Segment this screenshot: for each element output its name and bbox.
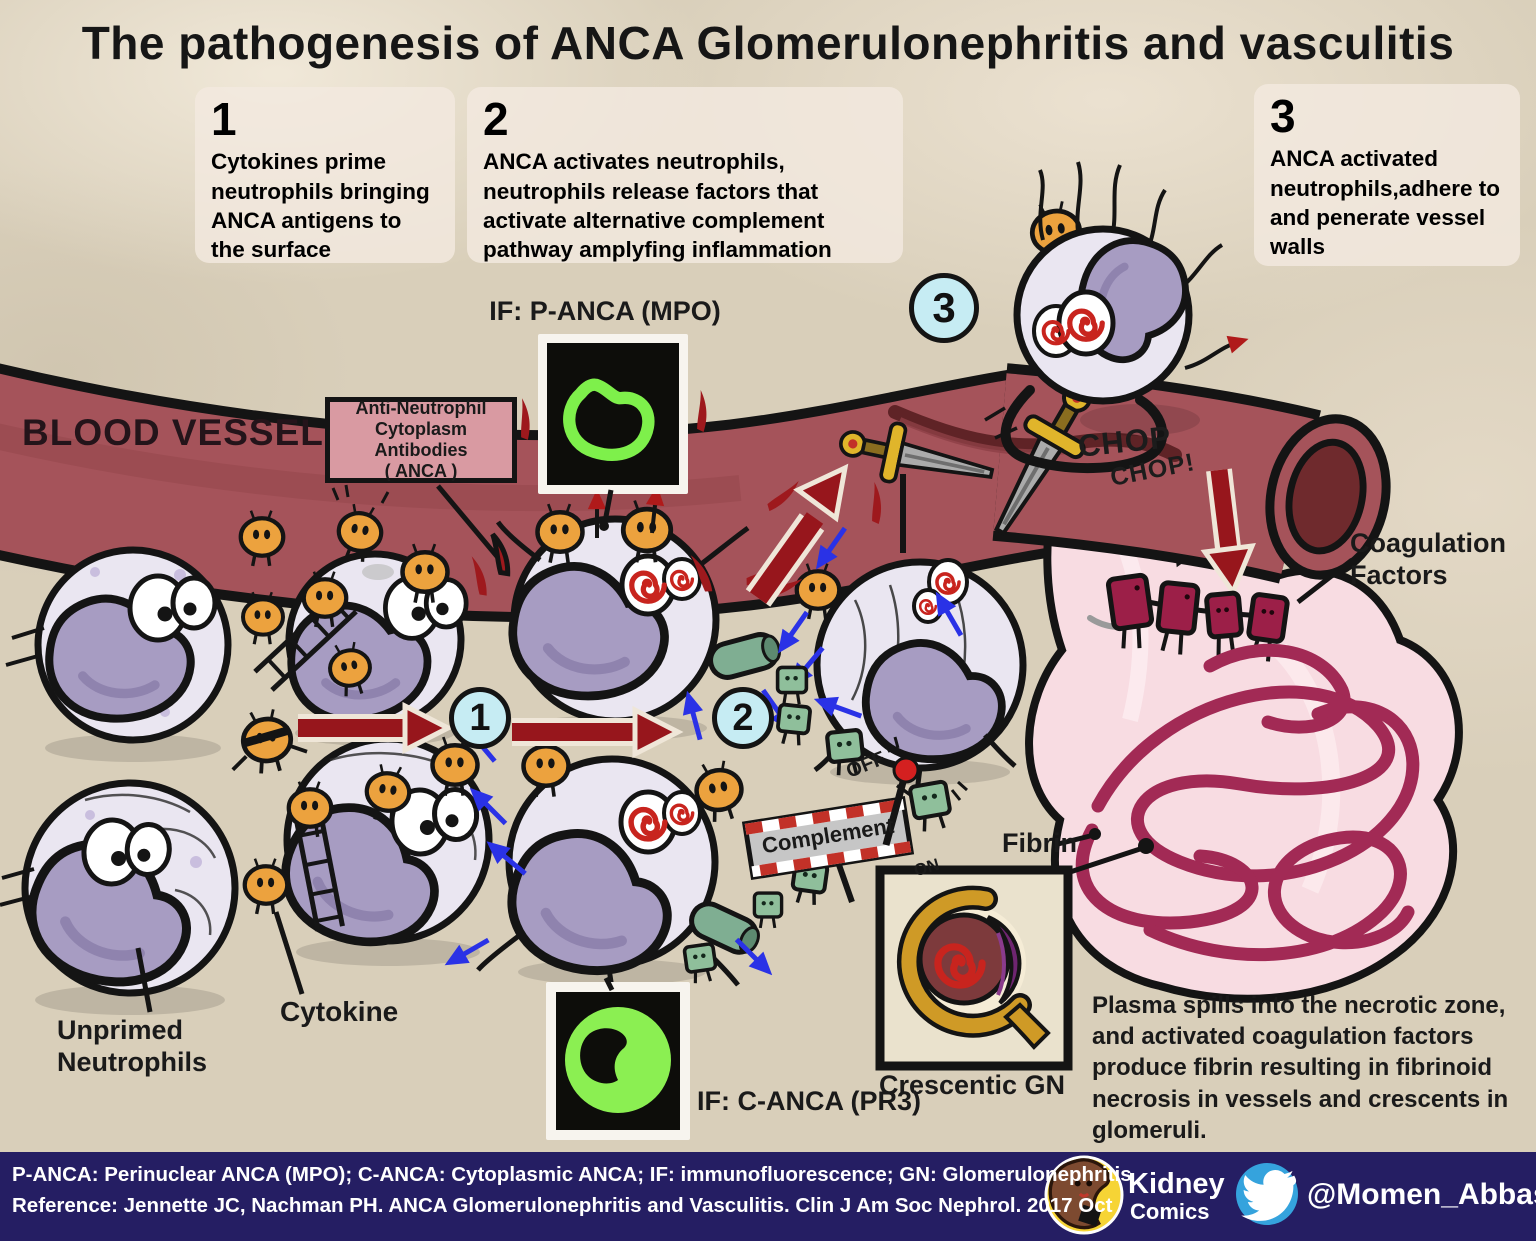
unprimed-neutrophil-1	[5, 546, 232, 762]
unprimed-neutrophils-label: Unprimed Neutrophils	[57, 1015, 208, 1078]
brand-name: Kidney	[1128, 1168, 1225, 1200]
step-1-number: 1	[211, 93, 237, 145]
footer-abbreviations: P-ANCA: Perinuclear ANCA (MPO); C-ANCA: …	[12, 1163, 1132, 1186]
step-badge-3: 3	[909, 273, 979, 343]
blood-vessel-label: BLOOD VESSEL	[22, 412, 324, 453]
complement-off-switch	[882, 736, 968, 846]
crescentic-gn-image	[875, 865, 1073, 1071]
free-cytokines	[231, 484, 390, 777]
anca-callout-box: Anti-Neutrophil Cytoplasm Antibodies ( A…	[325, 397, 517, 483]
coagulation-factor-characters	[1105, 572, 1290, 662]
activated-neutrophil-2	[476, 738, 760, 996]
if-panca-label: IF: P-ANCA (MPO)	[489, 296, 721, 326]
if-canca-image	[546, 982, 690, 1140]
step-badge-1: 1	[449, 687, 511, 749]
step-box-2: 2 ANCA activates neutrophils, neutrophil…	[467, 87, 903, 263]
step-box-3: 3 ANCA activated neutrophils,adhere to a…	[1254, 84, 1520, 266]
process-arrow-2	[512, 705, 684, 759]
step-2-text: ANCA activates neutrophils, neutrophils …	[483, 149, 832, 263]
fibrin-label: Fibrin	[1002, 828, 1077, 858]
step-2-number: 2	[483, 93, 509, 145]
process-arrow-1	[298, 701, 454, 755]
twitter-handle: @Momen_Abbasi	[1307, 1178, 1536, 1211]
cytokine-label: Cytokine	[280, 996, 399, 1027]
step-3-text: ANCA activated neutrophils,adhere to and…	[1270, 146, 1501, 260]
process-arrow-down	[1200, 468, 1256, 598]
process-arrow-up	[745, 463, 849, 607]
anca-line-2: Cytoplasm Antibodies	[374, 418, 468, 460]
step-3-number: 3	[1270, 90, 1296, 142]
pointer-lines	[135, 484, 1354, 1013]
step-box-1: 1 Cytokines prime neutrophils bringing A…	[195, 87, 455, 263]
twitter-icon	[1236, 1163, 1298, 1225]
coagulation-factors-label: Coagulation Factors	[1350, 528, 1506, 590]
plasma-description: Plasma spills into the necrotic zone, an…	[1092, 992, 1509, 1144]
brand-subtitle: Comics	[1130, 1199, 1210, 1224]
footer-reference: Reference: Jennette JC, Nachman PH. ANCA…	[12, 1194, 1113, 1217]
anca-line-3: ( ANCA )	[384, 461, 458, 482]
unprimed-neutrophil-2	[0, 779, 239, 1015]
step-badge-2: 2	[712, 687, 774, 749]
page-title: The pathogenesis of ANCA Glomerulonephri…	[81, 17, 1455, 69]
if-panca-image	[538, 334, 688, 494]
penetrating-neutrophil	[1000, 161, 1238, 474]
kidney-comics-logo	[1044, 1155, 1124, 1235]
step-1-text: Cytokines prime neutrophils bringing ANC…	[211, 149, 430, 263]
anca-line-1: Anti-Neutrophil	[355, 397, 487, 418]
fibrin-tangle	[1075, 643, 1420, 962]
primed-neutrophil-2	[245, 737, 493, 966]
crescentic-gn-label: Crescentic GN	[878, 1070, 1066, 1100]
complement-barrier-sign	[741, 736, 968, 903]
if-canca-label: IF: C-ANCA (PR3)	[697, 1086, 921, 1116]
